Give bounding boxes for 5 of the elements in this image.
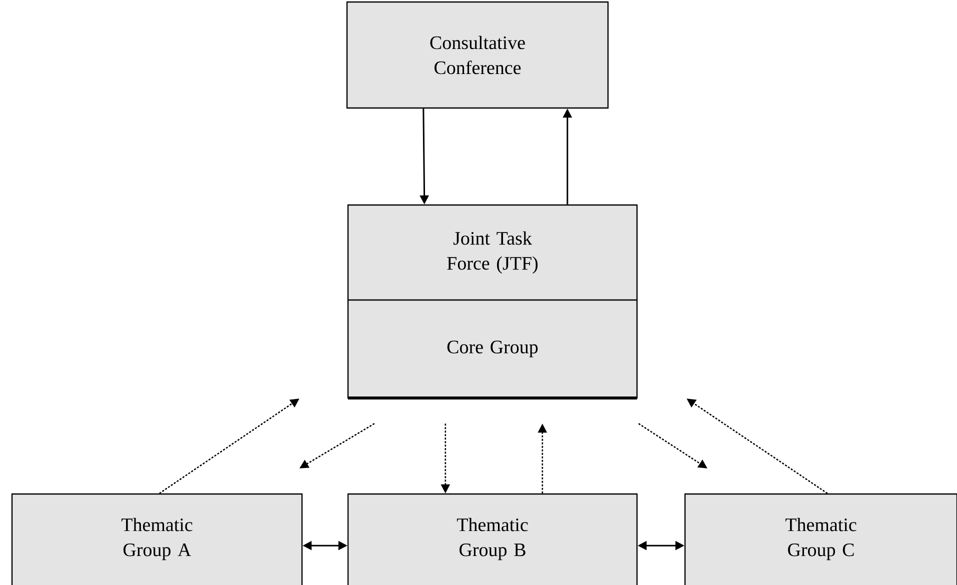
process-box: Thematic Group B <box>347 493 638 585</box>
process-box: Thematic Group C <box>684 493 957 585</box>
process-box: Joint Task Force (JTF) Core Group <box>347 204 638 400</box>
process-box: Thematic Group A <box>11 493 303 585</box>
process-box: Consultative Conference <box>346 1 609 109</box>
